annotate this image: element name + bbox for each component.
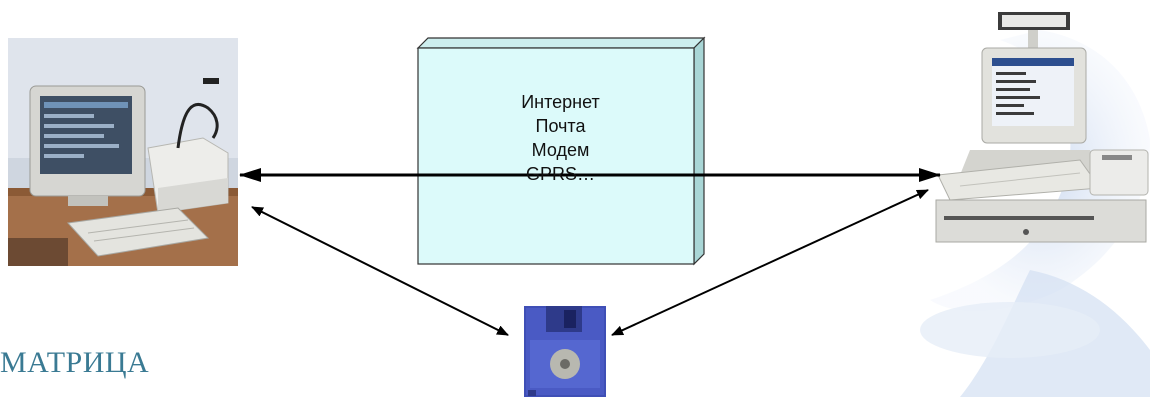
floppy-pos-arrow (611, 189, 929, 336)
channel-internet: Интернет (521, 92, 600, 112)
office-computer-photo (8, 38, 238, 266)
computer-floppy-arrow (251, 206, 509, 336)
office-computer-icon (8, 38, 238, 266)
matrix-label: МАТРИЦА (0, 346, 150, 379)
channels-box-text: Интернет Почта Модем GPRS… (418, 90, 703, 186)
pos-terminal-photo (930, 10, 1152, 245)
channel-mail: Почта (535, 116, 586, 136)
channel-modem: Модем (531, 140, 590, 160)
channel-gprs: GPRS… (525, 164, 595, 184)
pos-terminal-icon (935, 12, 1149, 243)
floppy-disk-icon (524, 306, 606, 397)
floppy-disk (524, 306, 606, 397)
